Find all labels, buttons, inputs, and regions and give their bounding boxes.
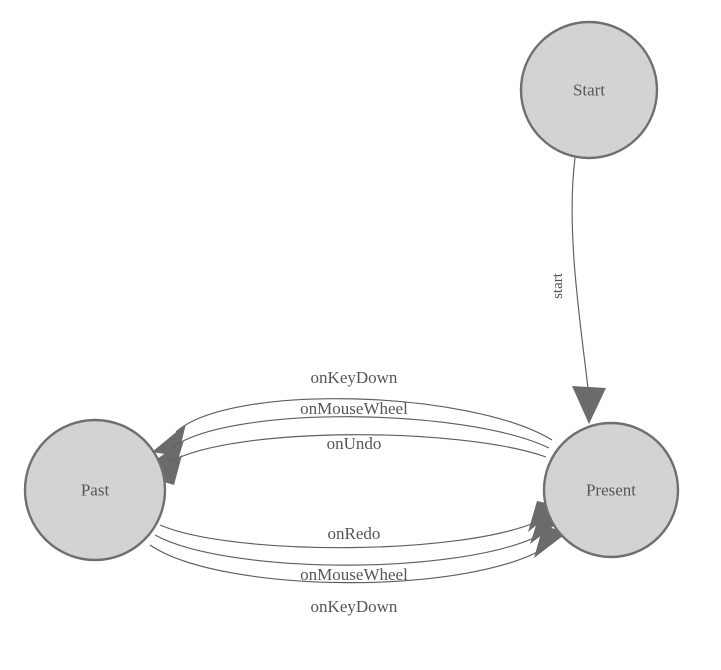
node-start-label: Start — [573, 81, 605, 100]
node-start[interactable]: Start — [519, 20, 659, 160]
edge-label-onmousewheel-bottom: onMouseWheel — [300, 565, 408, 584]
edge-past-to-present-onredo-path — [159, 519, 542, 549]
edge-present-to-past-onkeydown-path — [175, 398, 553, 441]
edge-past-to-present-onkeydown-path — [149, 544, 549, 584]
edge-label-onredo: onRedo — [328, 524, 381, 543]
edge-past-to-present-onmousewheel-path — [154, 532, 545, 566]
edge-start-to-present[interactable] — [571, 157, 606, 424]
node-present[interactable]: Present — [542, 421, 680, 559]
edge-label-onkeydown-bottom: onKeyDown — [311, 597, 398, 616]
node-present-circle — [542, 421, 680, 559]
edge-label-onmousewheel-top: onMouseWheel — [300, 399, 408, 418]
edge-label-onundo: onUndo — [327, 434, 382, 453]
node-start-circle — [519, 20, 659, 160]
arrowhead-into-present-top — [572, 386, 606, 424]
node-present-label: Present — [586, 481, 636, 500]
node-past-label: Past — [81, 481, 110, 500]
edge-present-to-past-onmousewheel-path — [172, 416, 550, 449]
edge-label-start: start — [550, 272, 566, 299]
node-past-circle — [23, 418, 167, 562]
edge-present-to-past-onundo-path — [169, 434, 547, 463]
node-past[interactable]: Past — [23, 418, 167, 562]
edge-start-to-present-path — [571, 157, 589, 389]
edge-label-onkeydown-top: onKeyDown — [311, 368, 398, 387]
